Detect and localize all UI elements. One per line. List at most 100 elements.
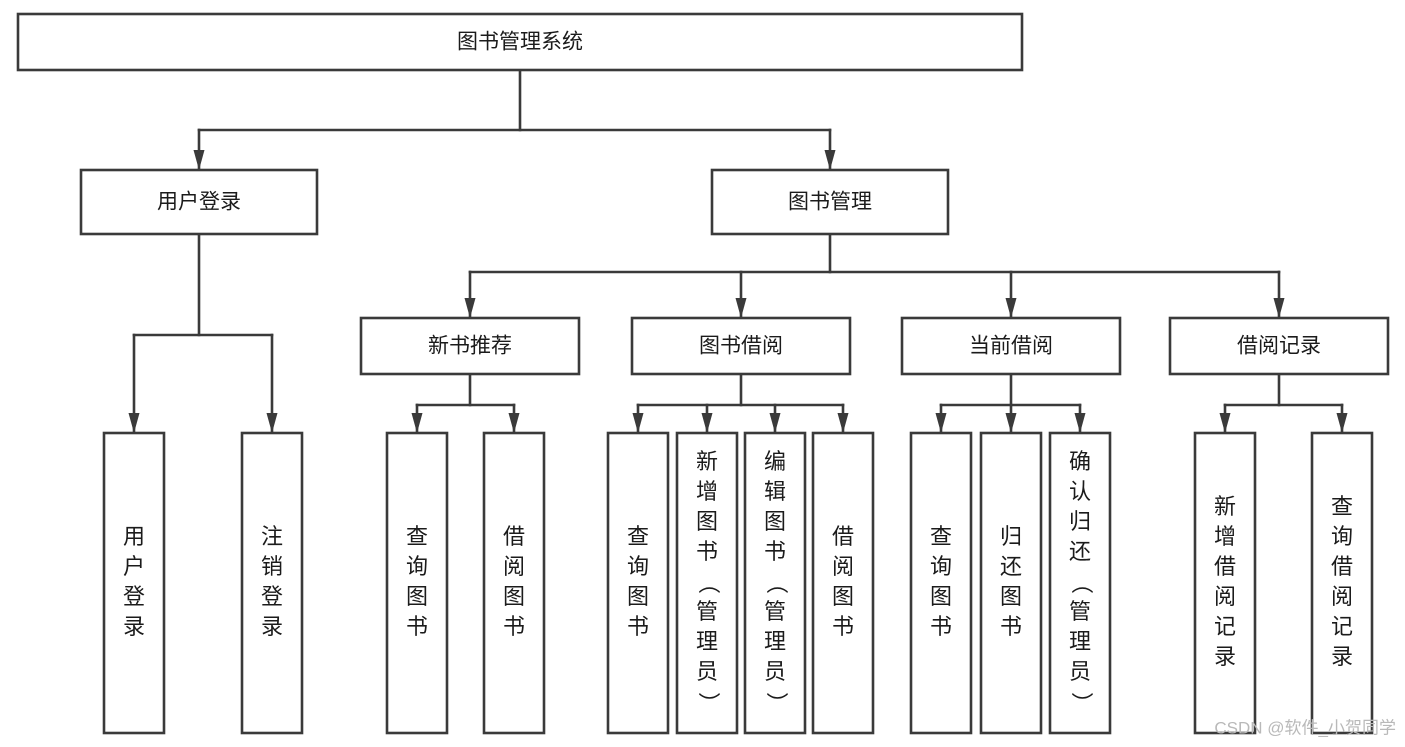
level3-node-current-borrow-label: 当前借阅 bbox=[969, 335, 1053, 358]
leaf-node-leaf-query-book-3-label-char: 图 bbox=[930, 584, 952, 609]
leaf-node-leaf-query-book-2-label-char: 图 bbox=[627, 584, 649, 609]
leaf-node-leaf-borrow-book-2-label-char: 借 bbox=[832, 524, 854, 549]
arrow-head-icon bbox=[1005, 298, 1017, 318]
arrow-head-icon bbox=[1336, 413, 1348, 433]
level3-node-new-book-recommend-box bbox=[359, 316, 581, 376]
leaf-node-leaf-add-borrow-record-label-char: 增 bbox=[1214, 524, 1236, 549]
leaf-node-leaf-add-borrow-record-label-char: 新 bbox=[1214, 494, 1236, 519]
leaf-node-leaf-query-book-1-label-char: 图 bbox=[406, 584, 428, 609]
leaf-node-leaf-query-borrow-record-label-char: 询 bbox=[1331, 524, 1353, 549]
leaf-node-leaf-query-borrow-record-label-char: 阅 bbox=[1331, 584, 1353, 609]
level3-node-borrow-record-box bbox=[1168, 316, 1390, 376]
level3-node-borrow-record[interactable]: 借阅记录 bbox=[1168, 316, 1390, 376]
leaf-node-leaf-confirm-return-box bbox=[1048, 431, 1112, 735]
level3-node-current-borrow[interactable]: 当前借阅 bbox=[900, 316, 1122, 376]
leaf-node-leaf-query-book-3-label-char: 查 bbox=[930, 524, 952, 549]
leaf-node-leaf-confirm-return-label-char: 还 bbox=[1069, 539, 1091, 564]
leaf-node-leaf-borrow-book-2-label-char: 阅 bbox=[832, 554, 854, 579]
level2-node-user-login-label: 用户登录 bbox=[157, 191, 241, 214]
leaf-node-leaf-add-borrow-record-box bbox=[1193, 431, 1257, 735]
leaf-node-leaf-add-book-label-char: 管 bbox=[696, 599, 718, 624]
level3-node-book-borrow-box bbox=[630, 316, 852, 376]
leaf-node-leaf-user-login[interactable]: 用户登录 bbox=[102, 431, 166, 735]
leaf-node-leaf-edit-book-label-char: ） bbox=[764, 692, 789, 714]
leaf-node-leaf-logout-login-label-char: 销 bbox=[261, 554, 283, 579]
leaf-node-leaf-edit-book-label-char: 员 bbox=[764, 659, 786, 684]
csdn-watermark: CSDN @软件_小贺同学 bbox=[1214, 718, 1396, 737]
arrow-head-icon bbox=[1005, 413, 1017, 433]
leaf-node-leaf-edit-book-box bbox=[743, 431, 807, 735]
leaf-node-leaf-query-book-2-label-char: 询 bbox=[627, 554, 649, 579]
leaf-node-leaf-edit-book-label-char: 理 bbox=[764, 629, 786, 654]
leaf-node-leaf-query-book-1-label-char: 询 bbox=[406, 554, 428, 579]
bus-new-book-recommend-to-leaves bbox=[411, 372, 520, 435]
leaf-node-leaf-user-login-label-char: 用 bbox=[123, 524, 145, 549]
leaf-node-leaf-add-book-label-char: 理 bbox=[696, 629, 718, 654]
leaf-node-leaf-edit-book-label-char: （ bbox=[764, 572, 789, 594]
arrow-head-icon bbox=[1074, 413, 1086, 433]
leaf-node-leaf-add-book-label-char: 员 bbox=[696, 659, 718, 684]
arrow-head-icon bbox=[1273, 298, 1285, 318]
leaf-node-leaf-borrow-book-2-label-char: 图 bbox=[832, 584, 854, 609]
leaf-node-leaf-user-login-label-char: 录 bbox=[123, 614, 145, 639]
arrow-head-icon bbox=[1219, 413, 1231, 433]
level2-node-book-management-label: 图书管理 bbox=[788, 191, 872, 214]
leaf-node-leaf-edit-book-label-char: 书 bbox=[764, 539, 786, 564]
leaf-node-leaf-logout-login-label-char: 登 bbox=[261, 584, 283, 609]
level3-node-book-borrow-label: 图书借阅 bbox=[699, 335, 783, 358]
leaf-node-leaf-query-book-2-label-char: 查 bbox=[627, 524, 649, 549]
leaf-node-leaf-edit-book-label-char: 图 bbox=[764, 509, 786, 534]
leaf-node-leaf-query-book-2-label-char: 书 bbox=[627, 614, 649, 639]
leaf-node-leaf-borrow-book-1-label-char: 借 bbox=[503, 524, 525, 549]
leaf-node-leaf-confirm-return-label-char: 理 bbox=[1069, 629, 1091, 654]
leaf-node-leaf-edit-book-label-char: 编 bbox=[764, 449, 786, 474]
level2-node-book-management[interactable]: 图书管理 bbox=[710, 168, 950, 236]
leaf-node-leaf-query-borrow-record-label-char: 查 bbox=[1331, 494, 1353, 519]
root-node-book-management-system[interactable]: 图书管理系统 bbox=[16, 12, 1024, 72]
level2-node-book-management-box bbox=[710, 168, 950, 236]
leaf-node-leaf-query-book-2-box bbox=[606, 431, 670, 735]
leaf-node-leaf-add-borrow-record-label-char: 借 bbox=[1214, 554, 1236, 579]
leaf-node-leaf-user-login-box bbox=[102, 431, 166, 735]
bus-borrow-record-to-leaves bbox=[1219, 372, 1348, 435]
leaf-node-leaf-add-book-label-char: 书 bbox=[696, 539, 718, 564]
leaf-node-leaf-borrow-book-2-label-char: 书 bbox=[832, 614, 854, 639]
leaf-node-leaf-edit-book-label-char: 管 bbox=[764, 599, 786, 624]
leaf-node-leaf-logout-login-label-char: 注 bbox=[261, 524, 283, 549]
leaf-node-leaf-query-book-3-label-char: 书 bbox=[930, 614, 952, 639]
leaf-node-leaf-return-book-label-char: 还 bbox=[1000, 554, 1022, 579]
leaf-node-leaf-add-book-box bbox=[675, 431, 739, 735]
leaf-node-leaf-add-borrow-record-label-char: 阅 bbox=[1214, 584, 1236, 609]
bus-book-borrow-to-leaves bbox=[632, 372, 849, 435]
level2-node-user-login[interactable]: 用户登录 bbox=[79, 168, 319, 236]
leaf-node-leaf-add-book-label-char: 新 bbox=[696, 449, 718, 474]
arrow-head-icon bbox=[935, 413, 947, 433]
level3-node-book-borrow[interactable]: 图书借阅 bbox=[630, 316, 852, 376]
leaf-node-leaf-user-login-label-char: 户 bbox=[123, 554, 145, 579]
leaf-node-leaf-return-book-box bbox=[979, 431, 1043, 735]
leaf-node-leaf-query-book-3-box bbox=[909, 431, 973, 735]
leaf-node-leaf-edit-book-label-char: 辑 bbox=[764, 479, 786, 504]
root-node-book-management-system-box bbox=[16, 12, 1024, 72]
leaf-node-leaf-borrow-book-1-label-char: 阅 bbox=[503, 554, 525, 579]
leaf-node-leaf-confirm-return-label-char: 员 bbox=[1069, 659, 1091, 684]
leaf-node-leaf-add-book-label-char: 增 bbox=[696, 479, 718, 504]
leaf-node-leaf-confirm-return-label-char: （ bbox=[1069, 572, 1094, 594]
level3-node-new-book-recommend[interactable]: 新书推荐 bbox=[359, 316, 581, 376]
leaf-node-leaf-add-book-label-char: 图 bbox=[696, 509, 718, 534]
leaf-node-leaf-confirm-return-label-char: ） bbox=[1069, 692, 1094, 714]
